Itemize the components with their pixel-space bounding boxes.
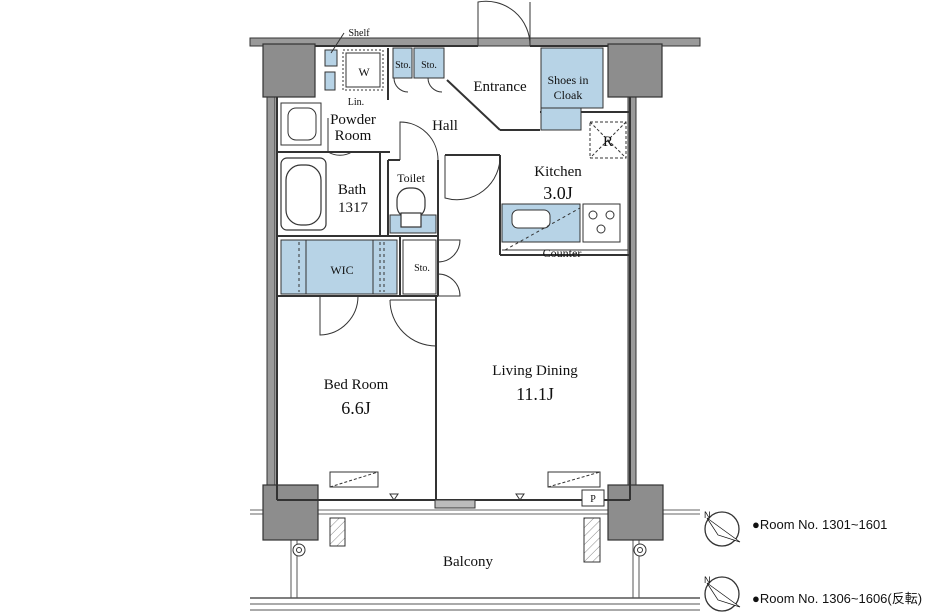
compass-2-n: N (704, 575, 711, 585)
bedroom-label: Bed Room (324, 377, 389, 393)
legend-1-text: ●Room No. 1301~1601 (752, 517, 887, 532)
toilet-label: Toilet (397, 171, 425, 185)
storage-1-label: Sto. (395, 60, 411, 71)
window-markers (329, 471, 605, 509)
door-swings (319, 0, 531, 347)
linen-label: Lin. (348, 97, 364, 108)
interior-walls (276, 45, 631, 501)
drains (292, 543, 647, 557)
washer-label: W (358, 65, 370, 79)
kitchen-label: Kitchen (534, 164, 582, 180)
refrigerator (589, 121, 627, 159)
counter-label: Counter (543, 246, 582, 260)
bedroom-size: 6.6J (341, 398, 371, 418)
hall-label: Hall (432, 118, 458, 134)
compass-1-n: N (704, 510, 711, 520)
legend-2: N ●Room No. 1306~1606(反転) (704, 575, 922, 612)
refrigerator-label: R (603, 134, 613, 150)
bathtub (280, 157, 327, 231)
living-size: 11.1J (516, 384, 554, 404)
vents (329, 517, 601, 563)
shoes-cloak-label-2: Cloak (554, 88, 583, 102)
kitchen-size: 3.0J (543, 183, 573, 203)
wic-rails (298, 242, 385, 292)
washer (342, 49, 384, 91)
compass-1-icon: N (704, 510, 741, 547)
structural-columns (262, 43, 664, 541)
toilet-bowl (396, 187, 426, 228)
compass-2-icon: N (704, 575, 741, 612)
legend-1: N ●Room No. 1301~1601 (704, 510, 887, 547)
legend-2-text: ●Room No. 1306~1606(反転) (752, 591, 922, 606)
balcony-label: Balcony (443, 554, 493, 570)
pipe-label: P (590, 494, 596, 505)
bath-size: 1317 (338, 200, 369, 216)
shoes-cloak-label: Shoes in (547, 73, 588, 87)
wic-label: WIC (330, 263, 353, 277)
entrance-label: Entrance (473, 79, 527, 95)
living-label: Living Dining (492, 363, 578, 379)
shelf-leader (330, 32, 345, 54)
fixtures-blue (280, 47, 604, 295)
powder-room-label-2: Room (335, 128, 372, 144)
bath-label: Bath (338, 182, 367, 198)
storage-3-label: Sto. (414, 263, 430, 274)
kitchen-appliances (502, 203, 628, 251)
shelf-label: Shelf (348, 28, 370, 39)
storage-2-label: Sto. (421, 60, 437, 71)
powder-room-label: Powder (330, 112, 376, 128)
powder-sink (280, 102, 322, 146)
